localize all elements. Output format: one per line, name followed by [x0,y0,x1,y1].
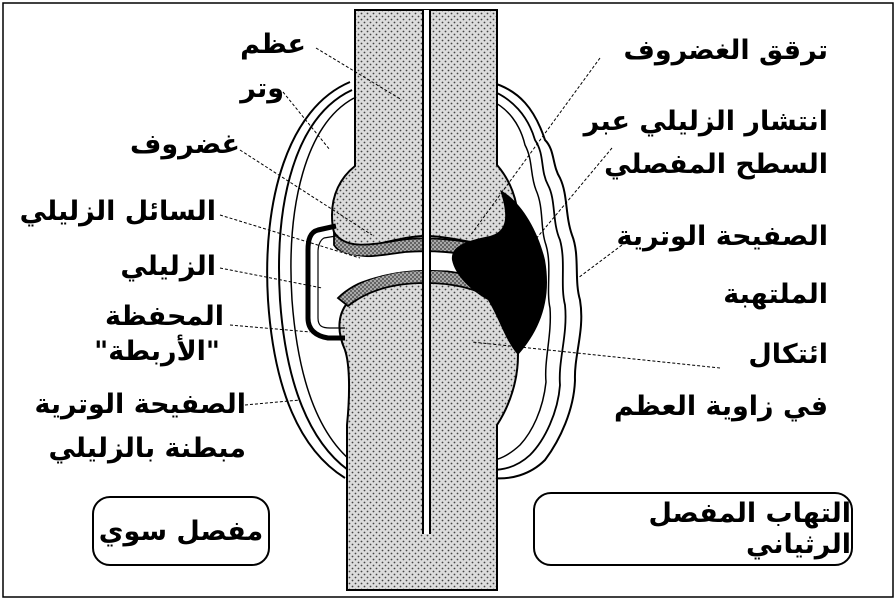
label-inflamed-layer-line1: الصفيحة الوترية [616,221,828,252]
capsule-outer-left [266,81,351,479]
tendon-left [278,89,353,471]
inflamed-layer-right [489,89,567,471]
leader-cartilage-thinning [469,57,601,237]
leader-inflamed-layer [577,244,623,279]
label-inflamed-layer-line2: الملتهبة [723,279,828,310]
label-synovial-spread-line2: السطح المفصلي [604,149,828,180]
label-bone: عظم [240,29,306,60]
divider-gap [424,10,429,534]
capsule-pouch [305,223,345,341]
title-normal-joint: مفصل سوي [92,496,270,566]
leader-capsule [229,324,311,333]
label-fibrous-layer-line2: مبطنة بالزليلي [48,433,246,464]
label-synovial-fluid: السائل الزليلي [19,196,216,227]
label-fibrous-layer-line1: الصفيحة الوترية [34,389,246,420]
leader-tendon [282,91,331,151]
label-erosion-line2: في زاوية العظم [614,391,828,422]
label-capsule-line1: المحفظة [104,301,224,332]
leader-bone [315,47,403,101]
label-erosion-line1: ائتكال [748,339,828,370]
label-synovial-spread-line1: انتشار الزليلي عبر [583,106,828,137]
pannus [451,190,547,355]
leader-erosion [471,341,721,369]
leader-synovial-spread [529,147,613,247]
label-tendon: وتر [240,73,284,104]
label-synovium: الزليلي [120,251,216,282]
synovium-left [317,235,345,329]
leader-synovial-fluid [219,214,361,259]
label-cartilage-thinning: ترقق الغضروف [623,35,828,66]
capsule-outer-right [489,81,583,480]
leader-fibrous-layer [244,399,301,406]
label-capsule-line2: "الأربطة" [94,336,220,367]
title-rheumatoid-joint: التهاب المفصل الرثياني [533,492,853,566]
synovium-right [489,99,552,461]
leader-synovium [219,267,323,289]
label-cartilage: غضروف [130,129,240,160]
leader-cartilage [239,149,373,236]
fibrous-layer-left [290,97,355,461]
